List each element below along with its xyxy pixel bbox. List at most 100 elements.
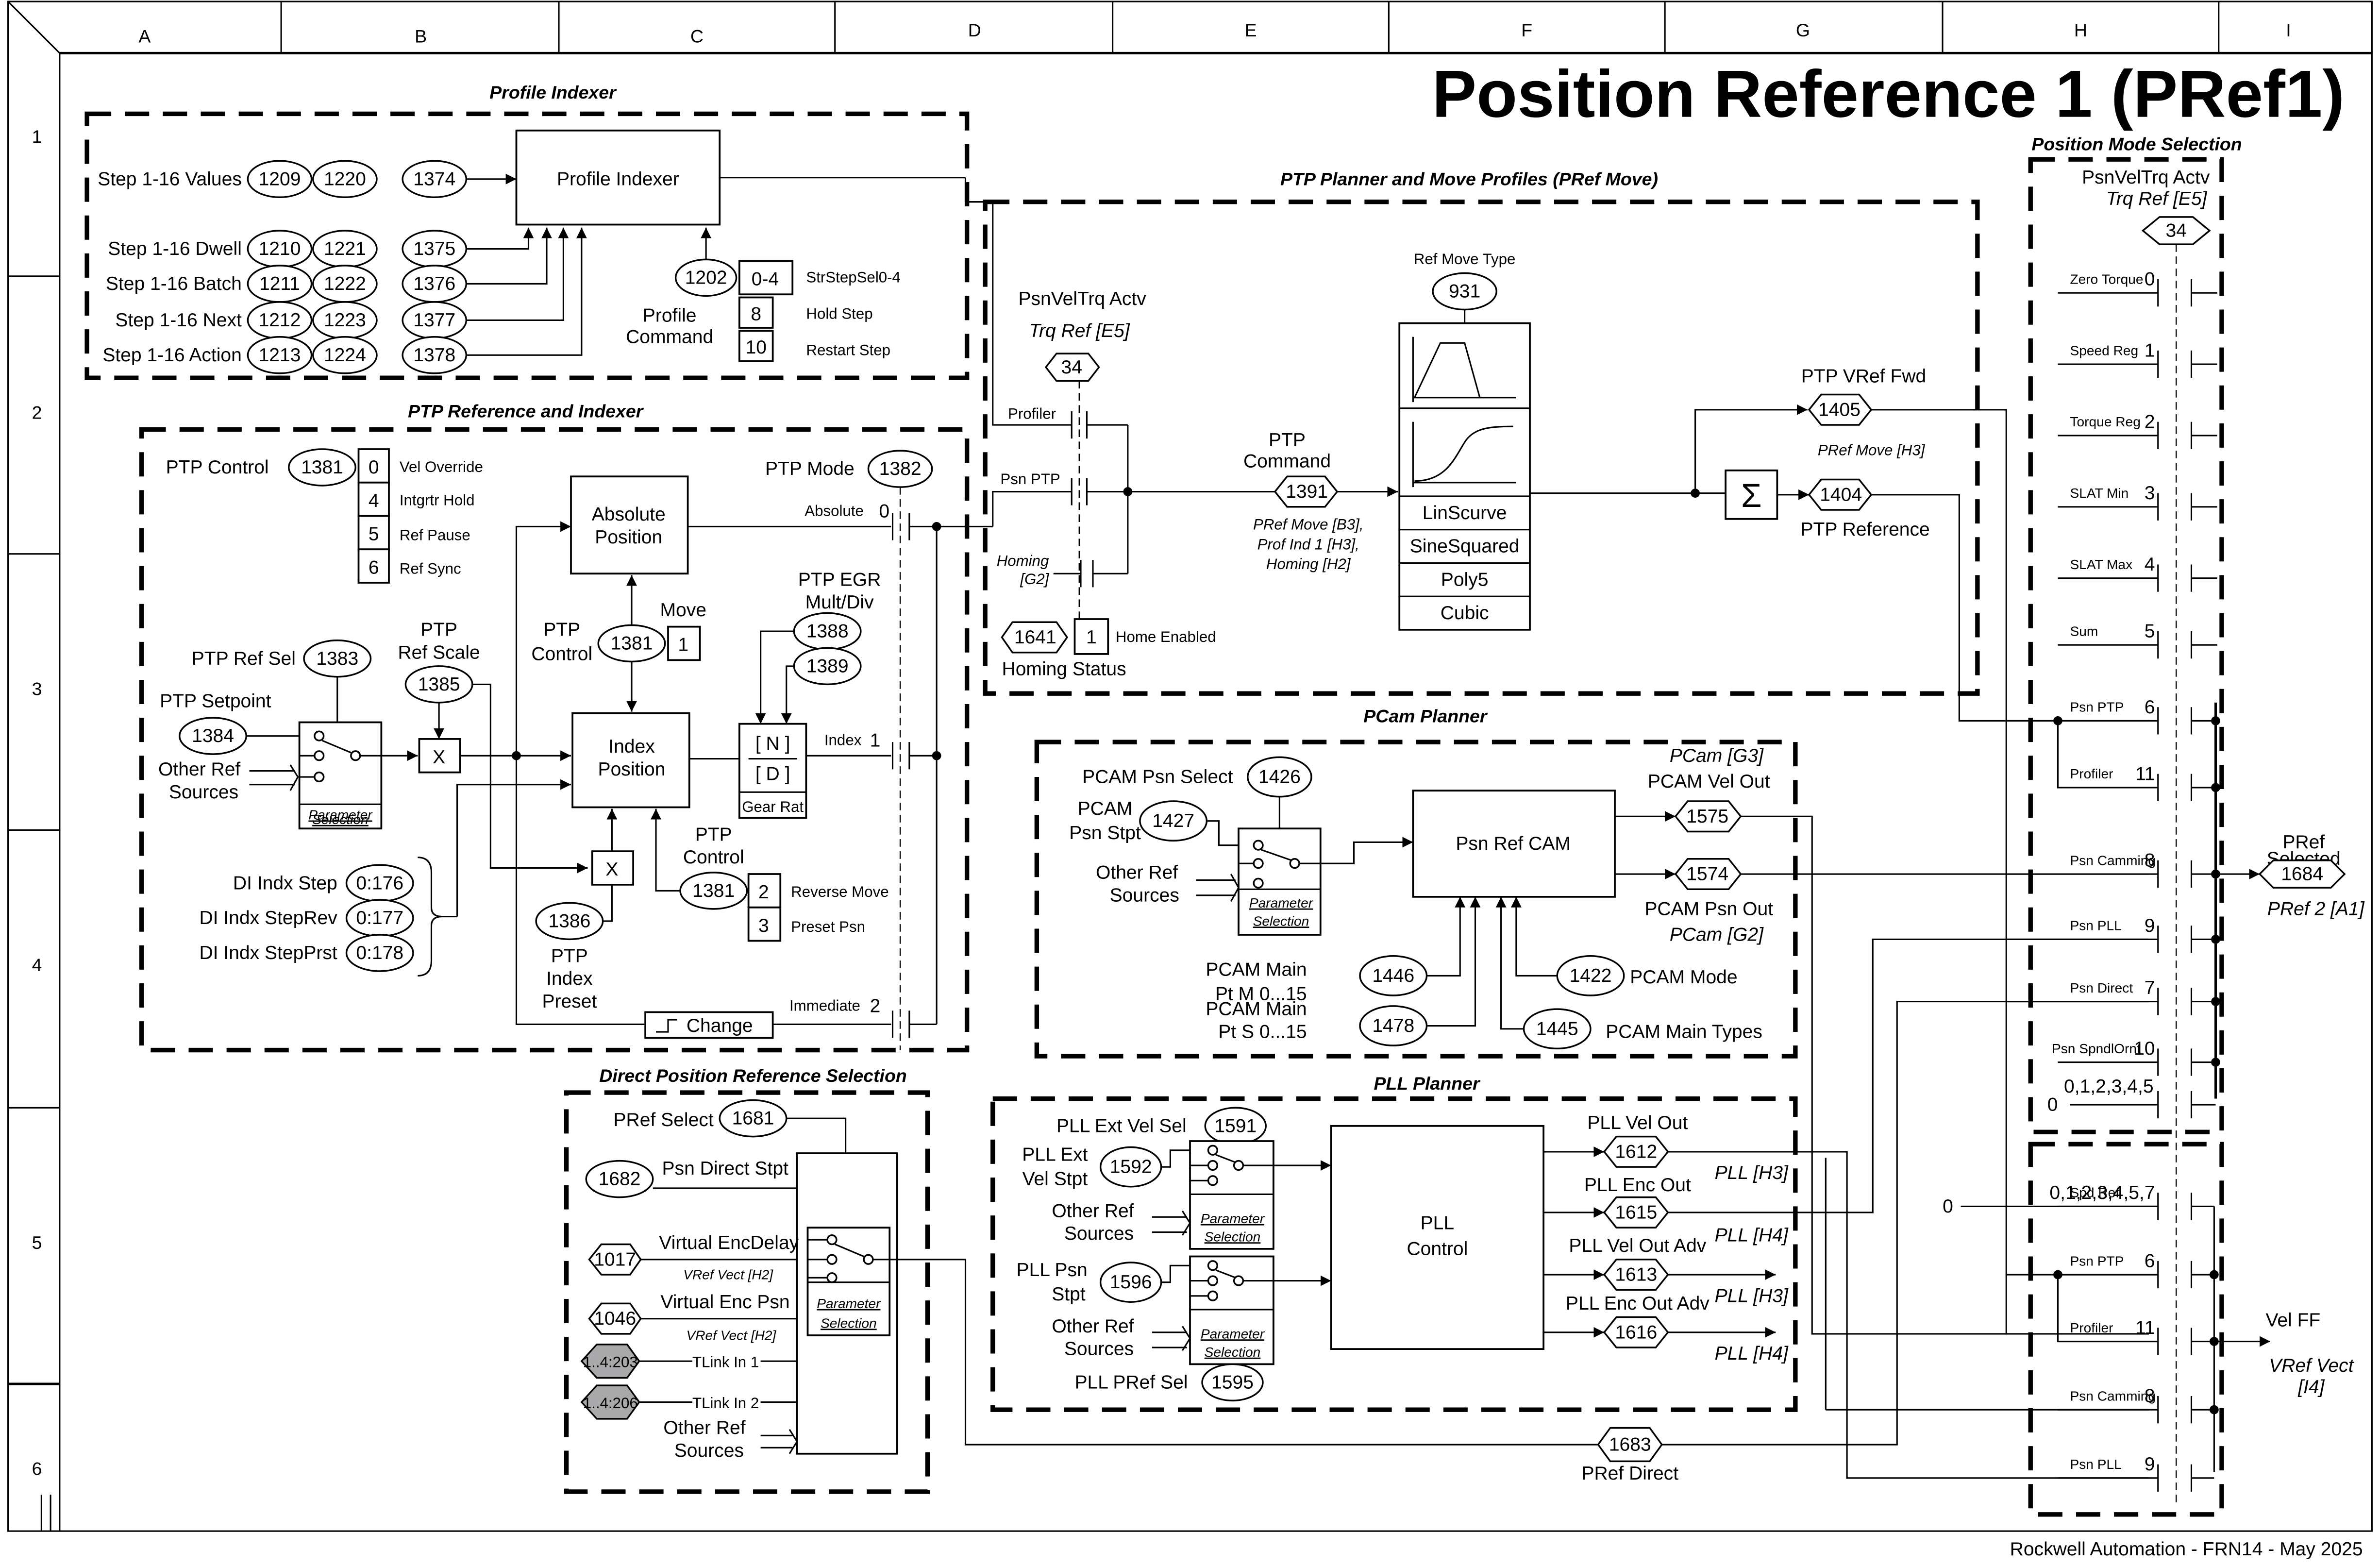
mode-value: 1	[870, 730, 881, 751]
sum-icon: Σ	[1741, 477, 1762, 514]
scurve-profile-icon	[1414, 425, 1513, 482]
bit-number: 1	[678, 635, 688, 656]
mode-value: 1	[2145, 340, 2155, 361]
param-number: 1383	[316, 648, 358, 669]
bit-number: 6	[369, 557, 379, 578]
label: Selection	[1253, 913, 1309, 928]
move-type-option[interactable]: Cubic	[1441, 603, 1489, 623]
bit-desc: Hold Step	[806, 305, 872, 322]
psn-ref-cam-block[interactable]	[1412, 790, 1616, 898]
section-title: PTP Planner and Move Profiles (PRef Move…	[1280, 168, 1658, 189]
label: PTP EGR	[798, 569, 881, 590]
param-number: 1388	[806, 621, 849, 642]
param-1220[interactable]	[312, 160, 378, 198]
gear-numerator: [ N ]	[755, 733, 790, 754]
parameter-selection-switch[interactable]: Parameter Selection	[298, 721, 383, 830]
mode-label: Zero Torque	[2070, 271, 2144, 286]
label: Selection	[1205, 1229, 1261, 1244]
param-number: 1683	[1609, 1434, 1651, 1455]
block-label: Psn Ref CAM	[1456, 833, 1571, 854]
move-profile-block[interactable]	[1398, 322, 1531, 631]
param-number: 1641	[1014, 627, 1056, 648]
bit-box	[738, 330, 774, 362]
param-number: 1616	[1615, 1322, 1657, 1343]
block-label: Profile Indexer	[557, 168, 679, 189]
cross-reference: PRef Move [H3]	[1818, 442, 1926, 459]
param-number: 1222	[324, 273, 366, 294]
mode-label: Psn Direct	[2070, 980, 2133, 995]
param-1381[interactable]	[288, 448, 356, 487]
mode-value: 9	[2145, 1454, 2155, 1475]
param-1641[interactable]	[1001, 621, 1068, 654]
label: PTP Reference	[1801, 519, 1930, 540]
gear-ratio-block[interactable]	[738, 723, 807, 819]
move-type-option[interactable]: LinScurve	[1423, 503, 1507, 523]
move-type-option[interactable]: Poly5	[1441, 569, 1489, 590]
pll-output: PLL Vel Out 1612 PLL [H3]	[1543, 1112, 1789, 1183]
index-position-block[interactable]	[571, 712, 690, 808]
pcam-planner-section: PCam Planner PCAM Psn Select 1426 PCAM P…	[1034, 706, 2149, 1335]
label: Sources	[1064, 1223, 1134, 1244]
parameter-selection-switch[interactable]: Parameter Selection	[1189, 1255, 1274, 1365]
change-block[interactable]	[644, 1011, 774, 1039]
section-title: PTP Reference and Indexer	[408, 401, 644, 421]
ptp-reference-section: PTP Reference and Indexer PTP Control 13…	[139, 401, 993, 1053]
pll-control-block[interactable]	[1330, 1125, 1544, 1350]
column-labels: A B C D E F G H I	[138, 20, 2291, 46]
trapezoid-profile-icon	[1414, 342, 1481, 398]
param-34[interactable]	[2141, 216, 2211, 245]
parameter-selection-switch[interactable]: Parameter Selection	[806, 1227, 891, 1336]
mode-value: 10	[2134, 1038, 2155, 1059]
param-number: 1384	[192, 725, 234, 746]
move-type-option[interactable]: SineSquared	[1410, 536, 1520, 557]
param-number: 1375	[413, 238, 455, 259]
parameter-selection-switch[interactable]: Parameter Selection	[1189, 1140, 1274, 1250]
label: Homing	[997, 553, 1049, 570]
param-number: 1381	[611, 633, 653, 654]
label: PTP	[1269, 430, 1306, 451]
label: Control	[531, 643, 592, 664]
pll-output: PLL Vel Out Adv 1613 PLL [H3]	[1543, 1235, 1789, 1306]
param-1682[interactable]	[585, 1160, 654, 1198]
input-label: Step 1-16 Dwell	[108, 238, 242, 259]
param-number: 1211	[259, 273, 300, 294]
mode-value: 0	[2047, 1095, 2058, 1115]
absolute-position-block[interactable]	[570, 475, 689, 575]
mode-value: 0	[879, 501, 889, 522]
footer: Rockwell Automation - FRN14 - May 2025	[2010, 1539, 2363, 1560]
cross-reference: Homing [H2]	[1266, 556, 1351, 573]
column-label: A	[138, 26, 151, 46]
cross-reference: PCam [G2]	[1670, 925, 1764, 945]
bit-number: 1	[1086, 627, 1097, 648]
mode-value: 0	[2145, 269, 2155, 290]
param-number: 1210	[259, 238, 301, 259]
param-number: 1427	[1152, 810, 1194, 831]
label: Stpt	[1052, 1284, 1086, 1305]
param-1213[interactable]	[247, 336, 313, 374]
parameter-selection-switch[interactable]: Parameter Selection	[1238, 827, 1322, 936]
mode-label: SLAT Max	[2070, 557, 2133, 572]
param-1595[interactable]	[1201, 1363, 1264, 1402]
block-label: Control	[1407, 1238, 1468, 1259]
param-1209[interactable]	[247, 160, 313, 198]
param-1224[interactable]	[312, 336, 378, 374]
label: Parameter	[1201, 1211, 1265, 1226]
label: PLL Vel Out	[1587, 1112, 1688, 1133]
param-number: 1574	[1686, 864, 1728, 885]
param-1684[interactable]	[2258, 859, 2346, 889]
cross-reference: PLL [H3]	[1715, 1162, 1789, 1183]
label: Sources	[674, 1440, 744, 1461]
label: PCAM Main	[1206, 959, 1307, 980]
label: Homing Status	[1002, 659, 1126, 680]
label: Mult/Div	[805, 592, 874, 613]
mode-label: Psn PLL	[2070, 1457, 2122, 1472]
label: DI Indx Step	[233, 873, 337, 893]
param-34[interactable]	[1044, 353, 1100, 382]
param-0-178[interactable]	[345, 934, 414, 972]
param-number: 1592	[1110, 1157, 1152, 1178]
label: PCAM Psn Select	[1082, 767, 1233, 788]
mode-value: 3	[2145, 483, 2155, 504]
